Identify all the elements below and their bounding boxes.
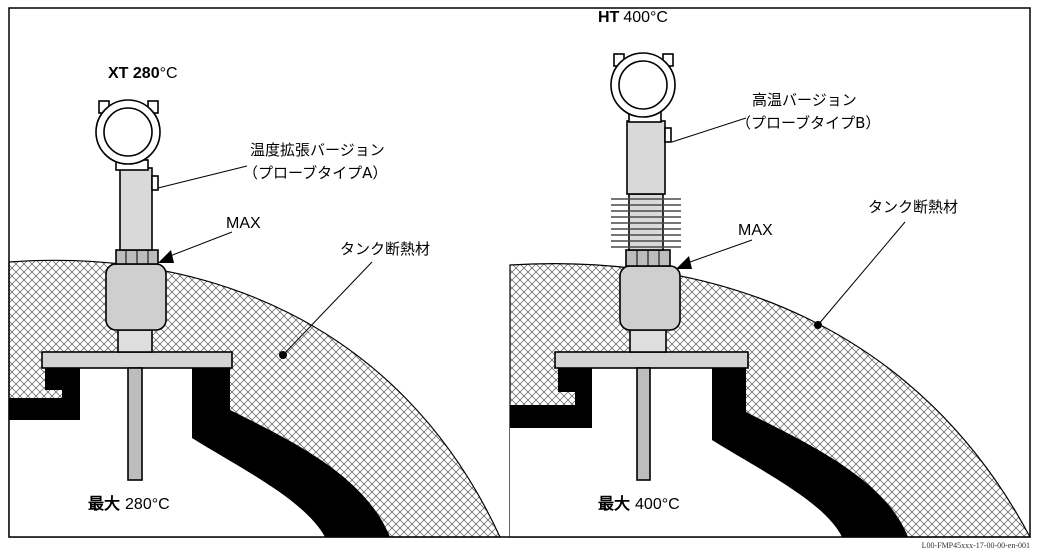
left-nozzle-wall-left (9, 368, 80, 420)
left-extension-tube (119, 167, 153, 251)
right-insulation-label: タンク断熱材 (868, 198, 958, 216)
right-version-leader (671, 117, 747, 143)
left-max-label: MAX (226, 215, 261, 232)
right-version-line2: （プローブタイプB） (736, 114, 880, 132)
right-probe-rod (636, 367, 651, 481)
right-title-model: HT (598, 9, 620, 26)
left-process-body (105, 263, 167, 331)
right-title-value: 400°C (623, 9, 668, 26)
right-extension-tube (626, 120, 666, 195)
left-insulation-label: タンク断熱材 (340, 240, 430, 258)
left-insulation-dot (279, 351, 287, 359)
left-title: XT 280°C (108, 65, 178, 82)
left-version-line1: 温度拡張バージョン (250, 141, 385, 159)
left-max-temp-value: 280°C (125, 496, 170, 513)
right-version-line1: 高温バージョン (752, 91, 857, 109)
right-process-body (619, 265, 681, 331)
right-flange (554, 351, 749, 369)
left-hex-nut-edges (125, 250, 149, 264)
right-max-temp-value: 400°C (635, 496, 680, 513)
left-version-line2: （プローブタイプA） (243, 164, 387, 182)
right-insulation-dot (814, 321, 822, 329)
right-nozzle-wall-left (510, 368, 592, 428)
left-flange (41, 351, 233, 369)
figure-code: L00-FMP45xxx-17-00-00-en-001 (922, 541, 1030, 550)
right-max-marker (676, 256, 692, 269)
left-max-leader (169, 231, 233, 257)
left-max-temp-prefix: 最大 (88, 494, 120, 513)
right-tube-clip (664, 127, 672, 143)
right-max-label: MAX (738, 222, 773, 239)
left-process-stem (117, 329, 153, 353)
right-tank-interior (510, 368, 842, 537)
left-tube-clip (151, 175, 159, 191)
right-max-temp-prefix: 最大 (598, 494, 630, 513)
right-max-leader (689, 239, 753, 263)
left-insulation-leader (282, 261, 373, 356)
left-version-leader (157, 165, 248, 189)
left-transmitter (95, 99, 167, 353)
left-title-model: XT 280 (108, 65, 160, 82)
left-title-unit: °C (160, 65, 178, 82)
left-max-temp: 最大 280°C (88, 494, 170, 513)
right-transmitter (610, 52, 681, 353)
right-cooling-fins (611, 198, 681, 248)
right-insulation-leader (817, 221, 906, 326)
left-panel: XT 280°C 温度拡張バージョン （プローブタイプA） MAX タンク断熱材… (8, 65, 501, 538)
left-tank-interior (9, 368, 325, 537)
left-housing-cover (103, 107, 153, 157)
right-housing-cover (618, 60, 668, 110)
right-hex-nut-edges (636, 250, 660, 266)
right-tank-wall (712, 368, 908, 537)
diagram-frame (8, 7, 1031, 538)
right-process-stem (629, 329, 667, 353)
right-max-temp: 最大 400°C (598, 494, 680, 513)
left-probe-rod (127, 367, 143, 481)
left-max-marker (158, 250, 174, 263)
left-tank-wall (192, 368, 390, 537)
